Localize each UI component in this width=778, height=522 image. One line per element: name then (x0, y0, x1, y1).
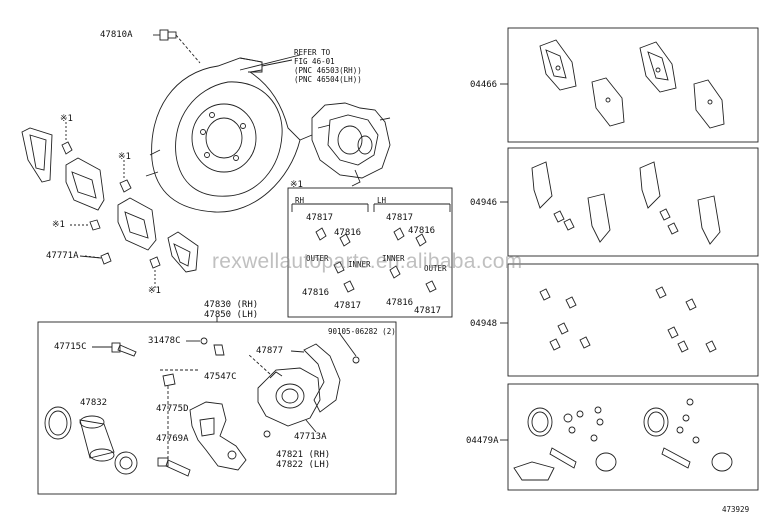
bolt-47810a (153, 29, 201, 64)
label-star1-b: ※1 (118, 152, 131, 162)
lh-outer: OUTER (424, 264, 447, 273)
refer-leader (239, 54, 301, 71)
label-04466: 04466 (470, 80, 498, 90)
lh-47817-bot: 47817 (414, 306, 442, 316)
shim-box-star: ※1 (290, 180, 303, 190)
label-47547c: 47547C (204, 372, 237, 382)
label-47822: 47822 (LH) (276, 460, 331, 470)
boot (114, 451, 138, 475)
label-star1-a: ※1 (60, 114, 73, 124)
rh-47816-bot: 47816 (302, 288, 330, 298)
lh-47817-top: 47817 (386, 213, 414, 223)
lh-47816-top: 47816 (408, 226, 436, 236)
label-47769a: 47769A (156, 434, 189, 444)
backing-plate (145, 57, 313, 213)
label-47877: 47877 (256, 346, 284, 356)
rh-47816-top: 47816 (334, 228, 362, 238)
label-47850: 47850 (LH) (204, 310, 259, 320)
label-47830: 47830 (RH) (204, 300, 259, 310)
kit-box-04466 (507, 27, 759, 143)
refer-note: REFER TO FIG 46-01 (PNC 46503(RH)) (PNC … (294, 48, 362, 84)
kit-box-04948 (507, 263, 759, 377)
label-31478c: 31478C (148, 336, 181, 346)
label-47810a: 47810A (100, 30, 133, 40)
label-star1-d: ※1 (148, 286, 161, 296)
label-47821: 47821 (RH) (276, 450, 331, 460)
figure-id: 473929 (722, 505, 750, 514)
rh-inner: INNER (348, 260, 371, 269)
label-47832: 47832 (80, 398, 108, 408)
caliper-top (311, 102, 391, 187)
lh-inner: INNER (382, 254, 405, 263)
shim-box-lh: LH (377, 196, 387, 205)
label-star1-c: ※1 (52, 220, 65, 230)
bracket-47877 (290, 333, 360, 413)
rh-47817-top: 47817 (306, 213, 334, 223)
piston (79, 415, 115, 462)
label-90105: 90105-06282 (2) (328, 327, 396, 336)
rh-47817-bot: 47817 (334, 301, 362, 311)
label-04948: 04948 (470, 319, 498, 329)
caliper-assembly-frame (37, 316, 397, 495)
shim-box-rh: RH (295, 196, 305, 205)
mount-bracket (189, 401, 271, 471)
label-47775d: 47775D (156, 404, 189, 414)
bleeder-31478c (186, 337, 225, 356)
pin-47715c (92, 342, 137, 357)
caliper-lower (247, 353, 321, 433)
label-04479a: 04479A (466, 436, 499, 446)
pads-left-upper (21, 122, 199, 288)
label-04946: 04946 (470, 198, 498, 208)
label-47713a: 47713A (294, 432, 327, 442)
lh-47816-bot: 47816 (386, 298, 414, 308)
pin-47769a (157, 457, 191, 477)
kit-box-04946 (507, 147, 759, 257)
shim-box-frame (287, 187, 453, 318)
rh-outer: OUTER (306, 254, 329, 263)
label-47715c: 47715C (54, 342, 87, 352)
seal-47832 (44, 406, 72, 440)
nut-47775d (160, 369, 200, 460)
watermark: rexwellautoparts.en.alibaba.com (212, 250, 523, 273)
kit-box-04479a (507, 383, 759, 491)
label-47771a: 47771A (46, 251, 79, 261)
